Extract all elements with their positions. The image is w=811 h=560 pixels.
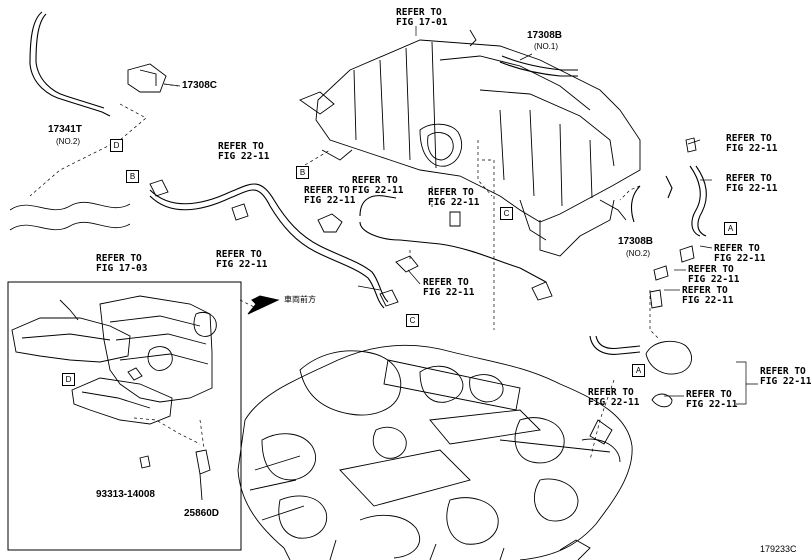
part-17308B-no1-qualifier: (NO.1) — [534, 42, 558, 51]
engine-block-drawing — [237, 344, 633, 560]
tag-d-box: D — [62, 373, 75, 386]
forward-arrow-icon — [247, 295, 280, 315]
air-intake-box-border — [7, 281, 242, 551]
break-lines — [9, 201, 131, 231]
vehicle-front-label: 車両前方 — [284, 295, 316, 304]
tag-c-manifold: C — [500, 207, 513, 220]
tag-d-upper: D — [110, 139, 123, 152]
part-17308C: 17308C — [182, 80, 218, 91]
tag-b-manifold: B — [296, 166, 309, 179]
hoses-drawing — [29, 11, 707, 355]
part-17341T-qualifier: (NO.2) — [56, 137, 80, 146]
tag-a-right: A — [724, 222, 737, 235]
solid-leaders — [163, 26, 758, 405]
small-parts-drawing — [127, 63, 697, 408]
part-93313-14008: 93313-14008 — [96, 489, 155, 500]
part-17341T: 17341T — [48, 124, 82, 135]
tag-c-hose: C — [406, 314, 419, 327]
part-17308B-no1: 17308B — [527, 30, 563, 41]
tag-b-left: B — [126, 170, 139, 183]
part-17308B-no2: 17308B — [618, 236, 654, 247]
part-17308B-no2-qualifier: (NO.2) — [626, 249, 650, 258]
tag-a-lower: A — [632, 364, 645, 377]
diagram-id: 179233C — [760, 544, 797, 554]
intake-manifold-drawing — [299, 29, 641, 257]
air-intake-assembly-drawing — [11, 295, 217, 501]
part-25860D: 25860D — [184, 508, 220, 519]
